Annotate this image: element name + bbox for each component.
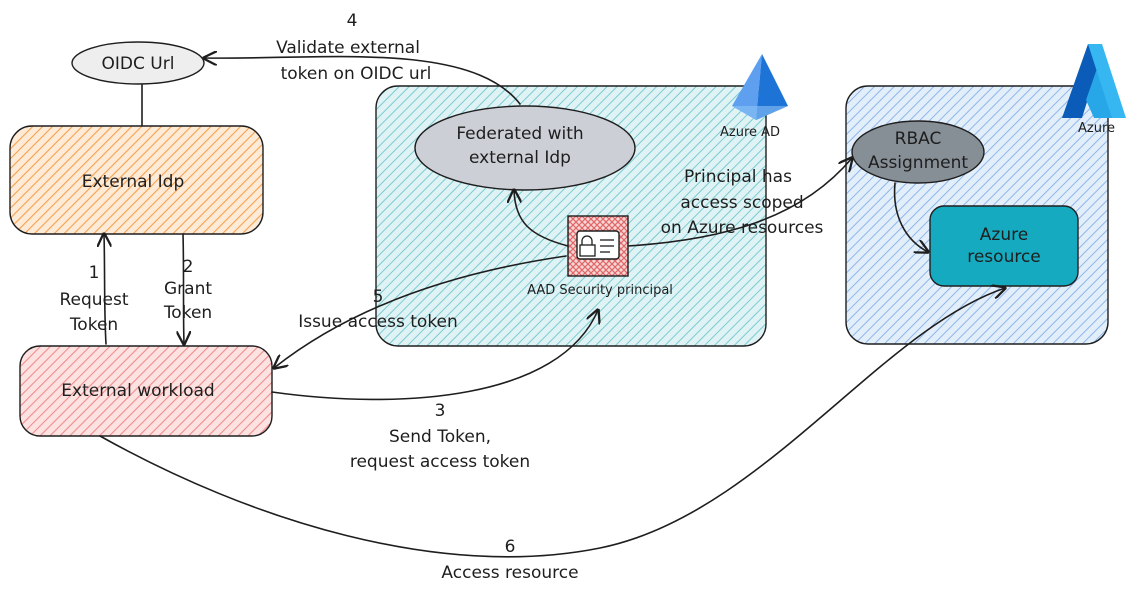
edge-2-label-line1: Grant — [164, 279, 212, 299]
federated-label-line2: external Idp — [469, 148, 571, 168]
edge-2-grant-token — [183, 233, 184, 344]
federated-node — [414, 105, 636, 191]
edge-4-validate — [204, 57, 521, 105]
external-idp-node — [9, 125, 264, 235]
edge-6-number: 6 — [505, 537, 516, 557]
edge-5-label: Issue access token — [298, 312, 458, 332]
edge-5-issue-token — [274, 255, 567, 368]
security-principal-label: AAD Security principal — [527, 283, 673, 298]
scope-label-line2: access scoped — [680, 193, 803, 213]
edge-6-access-resource — [99, 288, 1005, 558]
oidc-url-label: OIDC Url — [102, 54, 175, 74]
external-workload-label: External workload — [61, 381, 214, 401]
azure-a-icon — [1062, 44, 1126, 118]
edge-4-label-line1: Validate external — [276, 38, 420, 58]
azure-resource-label-line1: Azure — [980, 225, 1028, 245]
rbac-node — [851, 120, 985, 184]
azure-ad-label: Azure AD — [720, 125, 780, 140]
edge-3-number: 3 — [435, 401, 446, 421]
edge-principal-to-rbac — [627, 158, 852, 247]
edge-1-number: 1 — [89, 263, 100, 283]
edge-4-label-line2: token on OIDC url — [281, 64, 432, 84]
azure-label: Azure — [1078, 121, 1115, 136]
edge-1-label-line1: Request — [59, 290, 128, 310]
edge-6-label: Access resource — [441, 563, 578, 583]
azure-ad-pyramid-icon — [732, 54, 788, 120]
edge-2-label-line2: Token — [163, 303, 212, 323]
edge-5-number: 5 — [373, 287, 384, 307]
edge-1-label-line2: Token — [69, 315, 118, 335]
external-idp-label: External Idp — [82, 172, 185, 192]
edge-3-send-token — [271, 310, 598, 401]
edge-principal-to-federated — [514, 190, 569, 247]
edge-rbac-to-resource — [893, 182, 928, 252]
edge-4-number: 4 — [347, 11, 358, 31]
scope-label-line1: Principal has — [684, 167, 792, 187]
edge-3-label-line2: request access token — [350, 452, 530, 472]
rbac-label-line2: Assignment — [868, 153, 968, 173]
federated-label-line1: Federated with — [456, 124, 583, 144]
rbac-label-line1: RBAC — [895, 129, 942, 149]
azure-resource-label-line2: resource — [967, 247, 1041, 267]
edge-3-label-line1: Send Token, — [389, 427, 491, 447]
scope-label-line3: on Azure resources — [661, 218, 824, 238]
azure-resource-node — [929, 205, 1079, 287]
external-workload-node — [19, 345, 273, 437]
edge-2-number: 2 — [183, 257, 194, 277]
edge-1-request-token — [104, 234, 106, 345]
lock-id-card-icon — [567, 215, 629, 277]
